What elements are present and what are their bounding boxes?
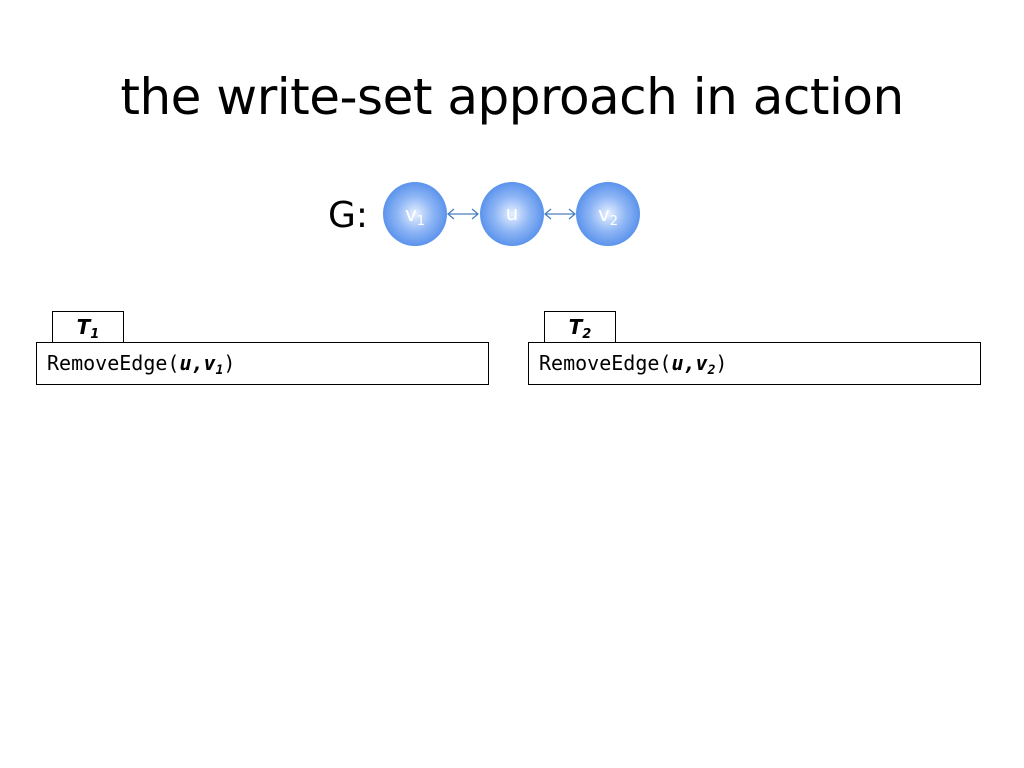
graph-diagram: v1 u v2 (383, 182, 640, 246)
op-arg-v-sub: 2 (707, 363, 716, 378)
transaction-tab-t1: T1 (52, 311, 124, 342)
graph-label: G: (328, 195, 369, 236)
op-arg-u: u (179, 351, 192, 375)
svg-text:v2: v2 (598, 202, 618, 229)
transaction-tab-t2: T2 (544, 311, 616, 342)
edge-v1-u (446, 208, 480, 220)
graph-node-v2: v2 (576, 182, 640, 246)
op-separator: , (191, 351, 204, 375)
transaction-tab-name: T (76, 315, 91, 339)
transaction-tab-name: T (568, 315, 583, 339)
graph-node-v1: v1 (383, 182, 447, 246)
transaction-tab-sub: 1 (90, 327, 100, 342)
op-close-paren: ) (223, 351, 236, 375)
op-separator: , (683, 351, 696, 375)
svg-text:u: u (506, 201, 519, 225)
edge-u-v2 (543, 208, 577, 220)
op-arg-v: v (695, 351, 708, 375)
transaction-tab-sub: 2 (582, 327, 592, 342)
op-close-paren: ) (715, 351, 728, 375)
op-arg-v: v (203, 351, 216, 375)
op-name: RemoveEdge( (539, 351, 672, 375)
op-arg-u: u (671, 351, 684, 375)
transaction-box-t1: RemoveEdge(u,v1) (36, 342, 489, 385)
op-arg-v-sub: 1 (215, 363, 224, 378)
slide-title: the write-set approach in action (120, 68, 904, 126)
op-name: RemoveEdge( (47, 351, 180, 375)
svg-text:v1: v1 (405, 202, 425, 229)
graph-node-u: u (480, 182, 544, 246)
transaction-box-t2: RemoveEdge(u,v2) (528, 342, 981, 385)
